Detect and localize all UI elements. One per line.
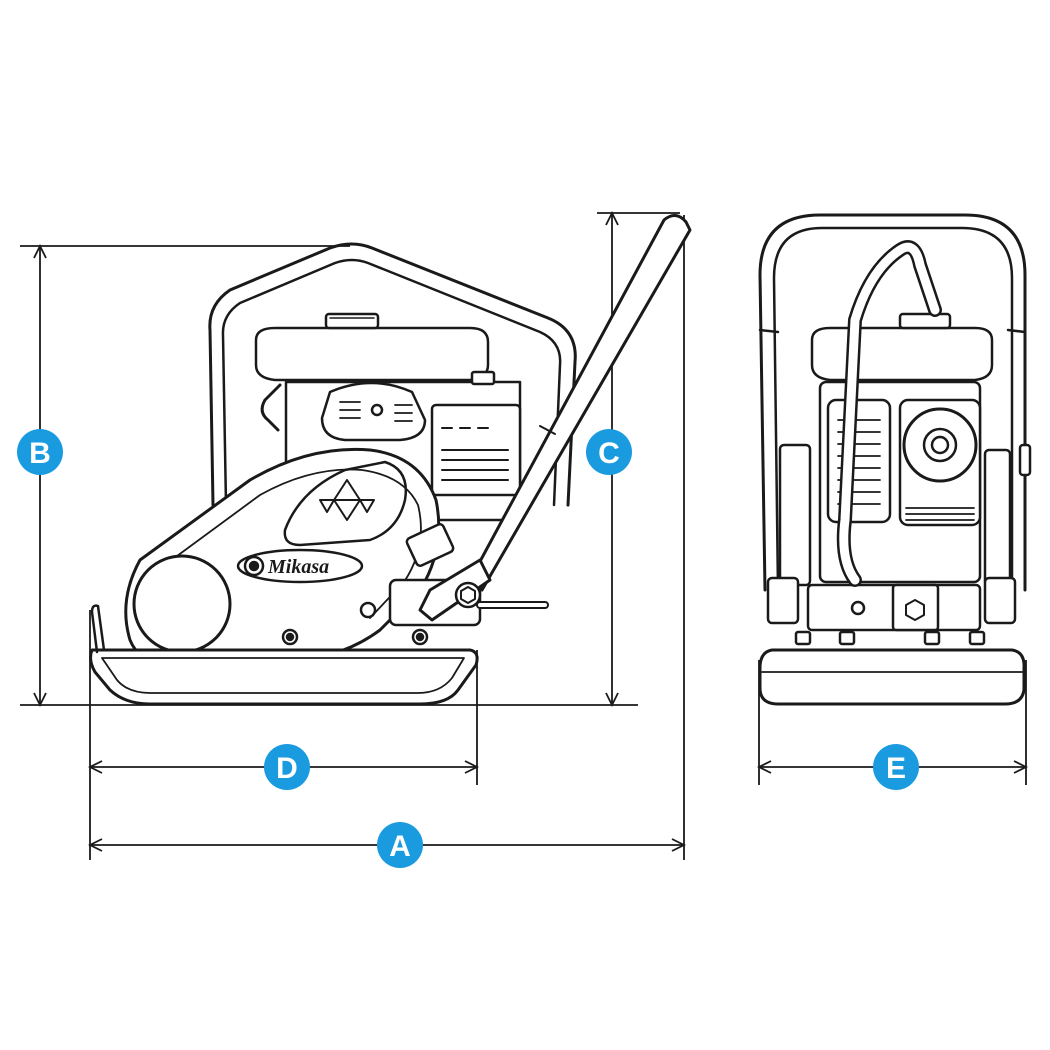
- dimension-badge-a: A: [377, 822, 423, 868]
- badge-b-label: B: [29, 437, 51, 470]
- fuel-tank: [254, 326, 490, 382]
- dimension-badge-c: C: [586, 429, 632, 475]
- badge-a-label: A: [389, 830, 411, 863]
- brand-logo: Mikasa: [267, 556, 329, 578]
- drive-pulley: [132, 554, 232, 654]
- dimension-badge-d: D: [264, 744, 310, 790]
- badge-d-label: D: [276, 752, 298, 785]
- dimension-badge-b: B: [17, 429, 63, 475]
- operator-handle: [468, 214, 692, 592]
- mikasa-emblem-icon: [319, 479, 375, 521]
- roll-frame: [208, 242, 577, 507]
- badge-c-label: C: [598, 437, 620, 470]
- compactor-front-view: [758, 213, 1032, 706]
- base-plate: [89, 648, 479, 706]
- dimension-badge-e: E: [873, 744, 919, 790]
- dimension-lines: [20, 210, 1029, 860]
- front-base-plate: [758, 648, 1026, 706]
- front-roll-frame: [758, 213, 1027, 592]
- badge-e-label: E: [886, 752, 906, 785]
- compactor-side-view: Mikasa: [89, 214, 692, 706]
